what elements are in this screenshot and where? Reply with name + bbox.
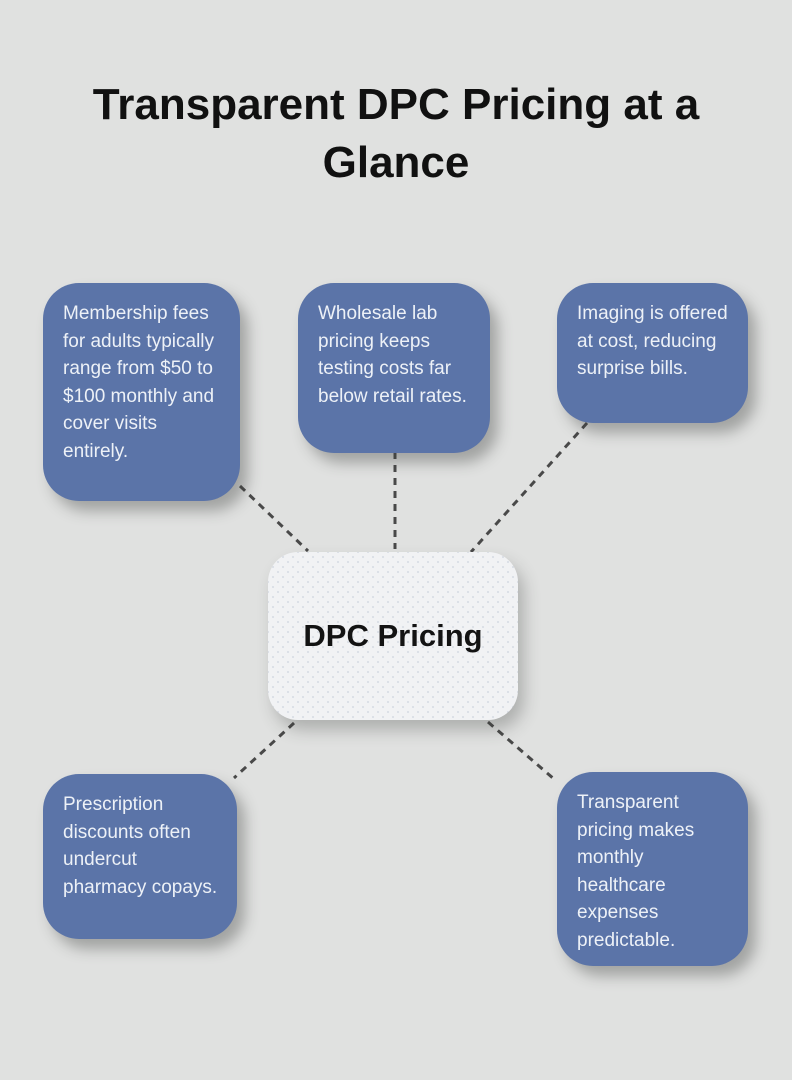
node-wholesale-lab-pricing-text: Wholesale lab pricing keeps testing cost… [318, 303, 467, 407]
node-membership-fees: Membership fees for adults typically ran… [43, 283, 240, 501]
node-prescription-discounts: Prescription discounts often undercut ph… [43, 774, 237, 939]
connector-bottom-left [232, 721, 296, 780]
connector-top-right [469, 421, 589, 554]
connector-bottom-right [487, 720, 555, 781]
node-imaging-at-cost: Imaging is offered at cost, reducing sur… [557, 283, 748, 423]
center-node-dpc-pricing: DPC Pricing [268, 552, 518, 720]
center-node-label: DPC Pricing [303, 618, 483, 653]
node-prescription-discounts-text: Prescription discounts often undercut ph… [63, 794, 218, 898]
node-predictable-expenses-text: Transparent pricing makes monthly health… [577, 792, 695, 951]
page-title: Transparent DPC Pricing at a Glance [92, 80, 700, 188]
node-wholesale-lab-pricing: Wholesale lab pricing keeps testing cost… [298, 283, 490, 453]
node-membership-fees-text: Membership fees for adults typically ran… [63, 303, 215, 462]
node-predictable-expenses: Transparent pricing makes monthly health… [557, 772, 748, 966]
connector-top-left [238, 484, 310, 553]
node-imaging-at-cost-text: Imaging is offered at cost, reducing sur… [577, 303, 728, 379]
